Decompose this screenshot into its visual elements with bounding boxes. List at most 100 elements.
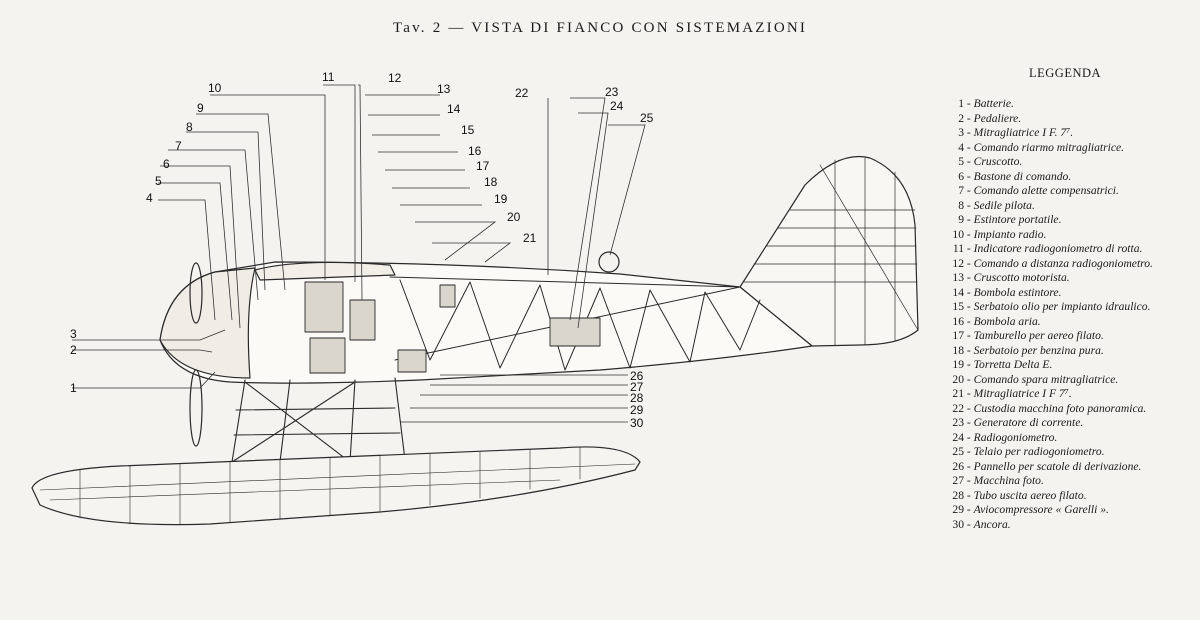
legend-item: 28 - Tubo uscita aereo filato. — [952, 488, 1087, 502]
callout-26: 26 — [630, 369, 644, 383]
legend-item: 11 - Indicatore radiogoniometro di rotta… — [952, 242, 1143, 255]
legend-item: 10 - Impianto radio. — [952, 227, 1047, 241]
callout-27: 27 — [630, 380, 644, 394]
legend-item: 19 - Torretta Delta E. — [952, 358, 1053, 371]
callout-23: 23 — [605, 85, 619, 99]
legend-item-text: Serbatoio olio per impianto idraulico. — [973, 300, 1151, 313]
legend-item-text: Tamburello per aereo filato. — [973, 329, 1104, 342]
legend-item: 26 - Pannello per scatole di derivazione… — [952, 459, 1142, 473]
legend-item-text: Tubo uscita aereo filato. — [973, 488, 1087, 502]
legend-item: 30 - Ancora. — [952, 517, 1011, 531]
legend-item-text: Mitragliatrice I F 7⁷. — [973, 387, 1072, 400]
legend-item: 3 - Mitragliatrice I F. 7⁷. — [952, 126, 1192, 141]
legend-item: 7 - Comando alette compensatrici. — [952, 184, 1192, 199]
legend-heading: LEGGENDA — [1029, 66, 1102, 80]
legend-item: 2 - Pedaliere. — [952, 112, 1192, 127]
propeller-upper — [189, 262, 203, 324]
legend-item-text: Batterie. — [973, 97, 1014, 110]
legend-item-number: 11 — [952, 242, 964, 255]
legend-item: 9 - Estintore portatile. — [952, 213, 1192, 228]
callout-24: 24 — [610, 99, 624, 113]
legend-item-number: 21 — [952, 387, 964, 400]
legend-item-text: Comando alette compensatrici. — [973, 184, 1119, 197]
legend-item-text: Cruscotto. — [973, 155, 1023, 168]
legend-item-text: Impianto radio. — [973, 227, 1047, 241]
callout-28: 28 — [630, 391, 644, 405]
legend-item-text: Bombola estintore. — [973, 285, 1062, 299]
legend-item-number: 27 — [952, 474, 964, 487]
legend-item-text: Custodia macchina foto panoramica. — [973, 401, 1147, 415]
legend-item: 27 - Macchina foto. — [952, 474, 1044, 487]
callout-1: 1 — [70, 381, 77, 395]
callout-16: 16 — [468, 144, 482, 158]
callout-13: 13 — [437, 82, 451, 96]
legend-item-text: Cruscotto motorista. — [973, 271, 1070, 284]
main-float — [31, 446, 641, 526]
legend-item-number: 22 — [952, 401, 964, 415]
legend-item-number: 7 — [958, 184, 964, 197]
callout-19: 19 — [494, 192, 508, 206]
legend-item-text: Telaio per radiogoniometro. — [973, 445, 1105, 458]
legend-item: 15 - Serbatoio olio per impianto idrauli… — [952, 300, 1151, 313]
callout-15: 15 — [461, 123, 475, 137]
legend-item-number: 4 — [958, 140, 964, 154]
legend-item-text: Pedaliere. — [973, 111, 1022, 125]
legend-item-text: Mitragliatrice I F. 7⁷. — [973, 126, 1074, 139]
legend-item-number: 28 — [952, 488, 964, 502]
legend-item-text: Bastone di comando. — [973, 169, 1072, 183]
legend-item: 20 - Comando spara mitragliatrice. — [952, 372, 1119, 386]
legend-item-number: 8 — [958, 198, 964, 212]
callout-7: 7 — [175, 139, 182, 153]
legend-item: 6 - Bastone di comando. — [952, 170, 1192, 185]
legend-item-number: 14 — [952, 285, 964, 299]
legend-item-number: 5 — [958, 155, 964, 168]
legend-item-number: 30 — [952, 517, 964, 531]
legend-item: 24 - Radiogoniometro. — [952, 430, 1058, 444]
legend-item-text: Estintore portatile. — [973, 213, 1062, 226]
callout-10: 10 — [208, 81, 222, 95]
legend-item-number: 29 — [952, 503, 964, 516]
callout-29: 29 — [630, 403, 644, 417]
legend-item-number: 10 — [952, 227, 964, 241]
legend-item: 12 - Comando a distanza radiogoniometro. — [952, 256, 1153, 270]
legend-item-text: Comando spara mitragliatrice. — [973, 372, 1119, 386]
legend-item-text: Indicatore radiogoniometro di rotta. — [973, 242, 1143, 255]
legend-item-text: Pannello per scatole di derivazione. — [973, 459, 1142, 473]
legend-item-text: Ancora. — [973, 517, 1011, 531]
callout-8: 8 — [186, 120, 193, 134]
legend-item-number: 24 — [952, 430, 964, 444]
legend-item-number: 9 — [958, 213, 964, 226]
callout-11: 11 — [322, 70, 335, 84]
callout-20: 20 — [507, 210, 521, 224]
legend-item-text: Macchina foto. — [973, 474, 1044, 487]
legend-item-number: 20 — [952, 372, 964, 386]
legend-item-text: Radiogoniometro. — [973, 430, 1058, 444]
callout-2: 2 — [70, 343, 77, 357]
legend-item-number: 6 — [958, 169, 964, 183]
legend-item: 4 - Comando riarmo mitragliatrice. — [952, 141, 1192, 156]
callout-25: 25 — [640, 111, 654, 125]
legend-item: 5 - Cruscotto. — [952, 155, 1192, 170]
legend-item-number: 13 — [952, 271, 964, 284]
callout-14: 14 — [447, 102, 461, 116]
legend-item: 21 - Mitragliatrice I F 7⁷. — [952, 387, 1072, 400]
legend-item-text: Sedile pilota. — [973, 198, 1035, 212]
legend: LEGGENDA 1 - Batterie. 2 - Pedaliere. 3 … — [952, 66, 1192, 532]
legend-item: 25 - Telaio per radiogoniometro. — [952, 445, 1105, 458]
legend-item-text: Aviocompressore « Garelli ». — [973, 503, 1109, 516]
legend-item-number: 2 — [958, 111, 964, 125]
float-struts — [231, 377, 406, 463]
callout-3: 3 — [70, 327, 77, 341]
legend-item-text: Torretta Delta E. — [973, 358, 1053, 371]
callout-18: 18 — [484, 175, 498, 189]
callout-numbers: 1 2 3 4 5 6 7 8 9 10 11 12 13 14 15 16 1… — [70, 70, 654, 430]
legend-item: 16 - Bombola aria. — [952, 314, 1041, 328]
tail-fin — [739, 155, 919, 347]
callout-9: 9 — [197, 101, 204, 115]
callout-22: 22 — [515, 86, 529, 100]
legend-item: 13 - Cruscotto motorista. — [952, 271, 1070, 284]
callout-6: 6 — [163, 157, 170, 171]
legend-item-text: Comando riarmo mitragliatrice. — [973, 140, 1125, 154]
legend-item: 18 - Serbatoio per benzina pura. — [952, 343, 1104, 357]
